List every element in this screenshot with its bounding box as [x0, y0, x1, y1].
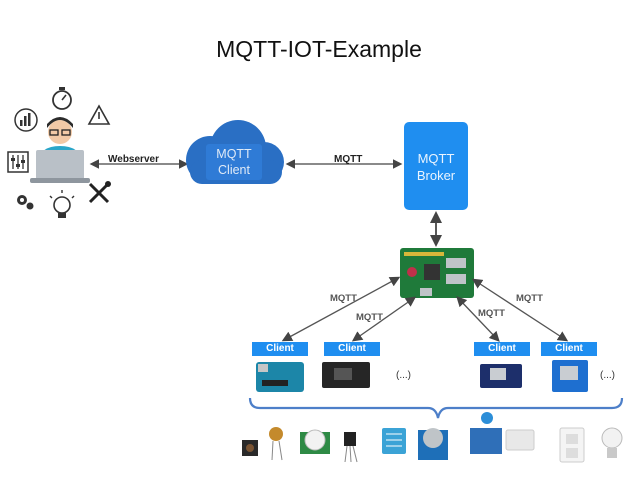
wemos-board [552, 360, 588, 392]
arduino-board [256, 362, 304, 392]
webserver-label: Webserver [108, 154, 159, 165]
arrow-client-4 [471, 278, 569, 342]
power-outlet [559, 427, 585, 463]
lightbulb-icon [49, 190, 75, 218]
mqtt-client-cloud [186, 120, 284, 184]
user-with-laptop [30, 117, 90, 183]
sliders-icon [7, 151, 29, 173]
client-tag-4: Client [541, 342, 597, 356]
arrow-client-2 [351, 296, 417, 342]
rfid-reader [470, 412, 535, 454]
broker-label-line1: MQTT [417, 151, 455, 166]
pir-sensor [300, 429, 330, 454]
mqtt-label-3: MQTT [478, 308, 505, 319]
cloud-label-line1: MQTT [216, 147, 252, 161]
ldr-sensor [269, 427, 283, 461]
ellipsis-left: (...) [396, 370, 411, 381]
client-tag-1: Client [252, 342, 308, 356]
arrow-client-1 [281, 276, 401, 342]
mqtt-label-1: MQTT [330, 293, 357, 304]
mqtt-label-main: MQTT [334, 154, 363, 165]
chart-icon [14, 108, 38, 132]
client-tag-3: Client [474, 342, 530, 356]
mqtt-broker-box: MQTT Broker [404, 122, 468, 210]
dht-sensor [382, 428, 406, 454]
transistor-sensor [344, 432, 358, 463]
button-sensor [242, 440, 258, 456]
arrow-client-3 [456, 296, 500, 342]
mqtt-label-2: MQTT [356, 312, 383, 323]
warning-icon [87, 104, 111, 125]
tools-icon [88, 181, 111, 204]
sensors-brace [248, 397, 624, 419]
esp8266-board [480, 364, 522, 388]
esp32-board-1 [322, 362, 370, 388]
broker-label-line2: Broker [416, 168, 456, 183]
diagram-title: MQTT-IOT-Example [216, 36, 422, 62]
cloud-label-line2: Client [218, 163, 250, 177]
client-tag-2: Client [324, 342, 380, 356]
light-bulb [601, 427, 623, 458]
mqtt-label-4: MQTT [516, 293, 543, 304]
raspberry-pi-board [400, 248, 474, 298]
gas-sensor [418, 428, 448, 460]
ellipsis-right: (...) [600, 370, 615, 381]
gear-icon [17, 195, 34, 210]
stopwatch-icon [52, 87, 72, 110]
cloud-label: MQTT Client [206, 146, 262, 178]
